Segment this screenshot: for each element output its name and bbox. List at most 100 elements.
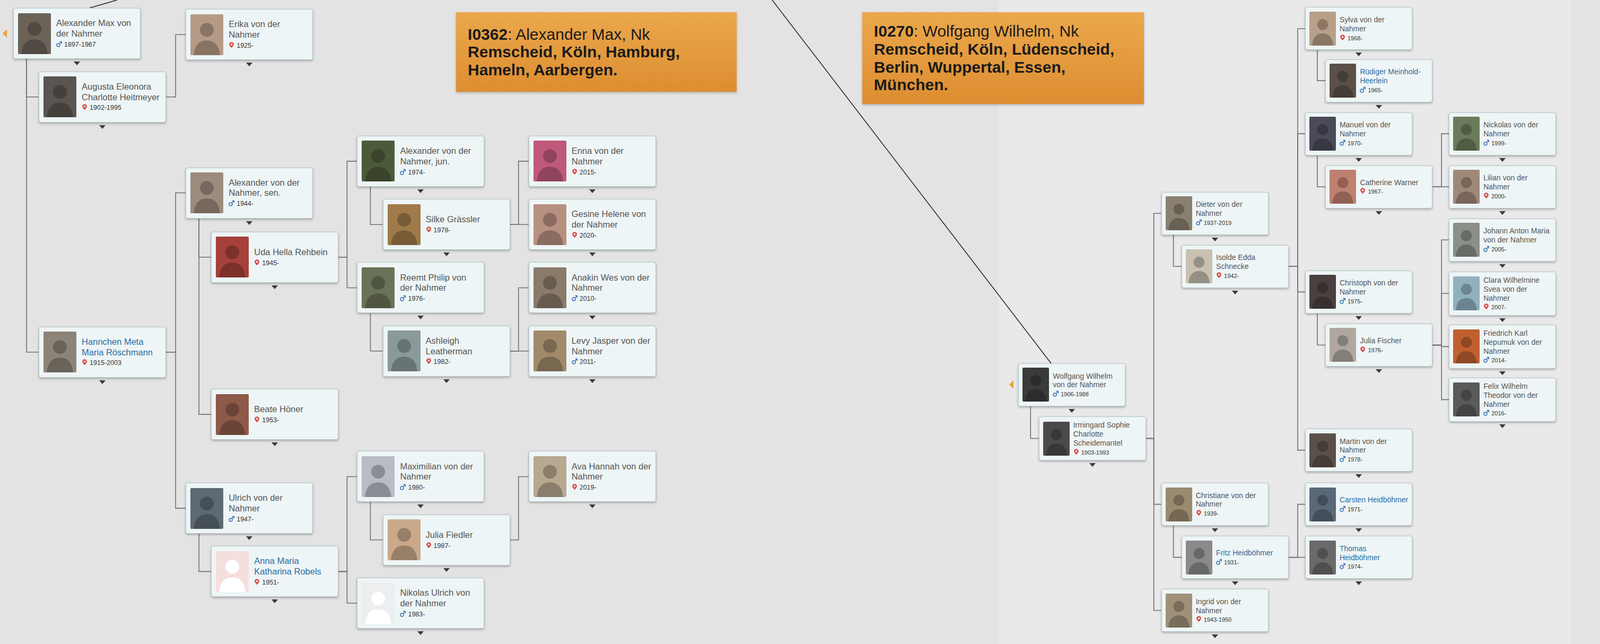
family-link [1288, 28, 1306, 267]
male-icon [1216, 558, 1222, 565]
card-text: Isolde Edda Schnecke1942- [1216, 252, 1285, 280]
portrait [43, 76, 77, 118]
date-line: 1976- [1359, 346, 1429, 354]
family-link [1432, 293, 1449, 345]
portrait [1185, 540, 1213, 575]
life-dates: 1943-1950 [1203, 616, 1232, 623]
date-line: 1971- [1339, 505, 1409, 513]
name-line: Hannchen Meta Maria Röschmann [81, 336, 163, 358]
date-line: 1987- [425, 541, 507, 550]
person-name: Nickolas von der Nahmer [1483, 120, 1539, 138]
card-text: Christoph von der Nahmer1975- [1339, 278, 1409, 305]
date-line: 1983- [399, 609, 481, 619]
family-link [26, 58, 39, 97]
date-line: 1897-1967 [56, 40, 137, 49]
family-link [1288, 266, 1306, 450]
portrait [1309, 487, 1336, 522]
male-icon [1483, 245, 1490, 252]
card-text: Dieter von der Nahmer1937-2019 [1195, 199, 1265, 227]
name-line: Uda Hella Rehbein [254, 247, 335, 258]
name-line: Enna von der Nahmer [571, 145, 653, 168]
life-dates: 1982- [433, 357, 451, 366]
family-link [1146, 438, 1162, 611]
life-dates: 2005- [1491, 246, 1507, 253]
life-dates: 1953- [261, 416, 279, 424]
person-name: Ulrich von der Nahmer [228, 492, 283, 513]
family-link [1288, 504, 1306, 558]
name-line: Ulrich von der Nahmer [228, 492, 310, 514]
person-card: Ingrid von der Nahmer1943-1950 [1161, 588, 1269, 632]
person-card: Alexander von der Nahmer, sen.1944- [185, 167, 313, 219]
date-line: 1939- [1195, 509, 1265, 518]
male-icon [571, 357, 578, 365]
person-name: Reemt Philip von der Nahmer [399, 272, 467, 293]
name-line: Nikolas Ulrich von der Nahmer [399, 587, 481, 609]
life-dates: 1987- [433, 541, 451, 550]
life-dates: 1931- [1223, 558, 1239, 566]
card-text: Ava Hannah von der Nahmer2019- [571, 461, 653, 493]
record-name: : Alexander Max, Nk [507, 25, 650, 43]
portrait [1453, 222, 1480, 257]
card-text: Rüdiger Meinhold-Heerlein1965- [1359, 67, 1429, 94]
life-dates: 2014- [1491, 356, 1507, 364]
info-banner: I0362: Alexander Max, NkRemscheid, Köln,… [456, 12, 737, 92]
family-link [1288, 556, 1306, 558]
person-name: Carsten Heidböhmer [1339, 495, 1409, 504]
female-icon [425, 357, 432, 365]
date-line: 1951- [254, 578, 335, 587]
portrait [215, 394, 249, 435]
life-dates: 1970- [1347, 140, 1363, 147]
person-card: Felix Wilhelm Theodor von der Nahmer2016… [1448, 377, 1556, 422]
portrait [1165, 487, 1193, 522]
male-icon [399, 610, 406, 617]
card-text: Ulrich von der Nahmer1947- [228, 492, 310, 524]
card-text: Johann Anton Maria von der Nahmer2005- [1483, 226, 1553, 253]
female-icon [254, 578, 260, 585]
portrait [1453, 382, 1480, 417]
name-line: Clara Wilhelmine Svea von der Nahmer [1483, 275, 1553, 303]
portrait [533, 140, 567, 182]
life-dates: 2007- [1491, 303, 1507, 311]
person-name: Rüdiger Meinhold-Heerlein [1359, 67, 1421, 85]
portrait [190, 487, 224, 529]
life-dates: 1939- [1203, 510, 1219, 517]
person-card: Silke Grässler1978- [382, 198, 511, 250]
life-dates: 1978- [1347, 456, 1363, 463]
person-name: Ava Hannah von der Nahmer [571, 461, 652, 482]
family-link [1432, 344, 1449, 400]
name-line: Beate Höner [254, 404, 335, 415]
male-icon [1483, 139, 1490, 146]
date-line: 2007- [1483, 303, 1553, 311]
name-line: Alexander von der Nahmer, sen. [228, 177, 310, 199]
portrait [1453, 329, 1480, 364]
card-text: Beate Höner1953- [254, 404, 335, 425]
record-name: : Wolfgang Wilhelm, Nk [913, 22, 1079, 40]
name-line: Manuel von der Nahmer [1339, 120, 1409, 139]
card-text: Gesine Helene von der Nahmer2020- [571, 208, 653, 240]
name-line: Anna Maria Katharina Robels [254, 555, 335, 577]
name-line: Ingrid von der Nahmer [1195, 597, 1265, 616]
person-name: Augusta Eleonora Charlotte Heitmeyer [81, 81, 160, 102]
name-line: Silke Grässler [425, 214, 507, 225]
life-dates: 1978- [433, 226, 451, 234]
card-text: Thomas Heidböhmer1974- [1339, 544, 1409, 571]
female-icon [81, 359, 88, 366]
family-link [1432, 133, 1449, 187]
card-text: Enna von der Nahmer2015- [571, 145, 653, 177]
date-line: 2014- [1483, 356, 1553, 364]
life-dates: 1975- [1347, 298, 1363, 305]
card-text: Friedrich Karl Nepumuk von der Nahmer201… [1483, 328, 1553, 365]
life-dates: 1944- [236, 199, 254, 208]
portrait [387, 519, 421, 561]
person-name: Fritz Heidböhmer [1216, 548, 1273, 557]
person-name: Uda Hella Rehbein [254, 247, 328, 257]
date-line: 1925- [228, 41, 310, 50]
date-line: 1978- [1339, 455, 1409, 463]
card-text: Wolfgang Wilhelm von der Nahmer1906-1988 [1052, 371, 1122, 399]
female-icon [254, 416, 260, 423]
portrait [361, 582, 395, 624]
person-card: Christoph von der Nahmer1975- [1305, 270, 1413, 314]
family-link [1288, 133, 1306, 267]
life-dates: 1915-2003 [89, 359, 122, 367]
card-text: Nickolas von der Nahmer1999- [1483, 120, 1553, 147]
